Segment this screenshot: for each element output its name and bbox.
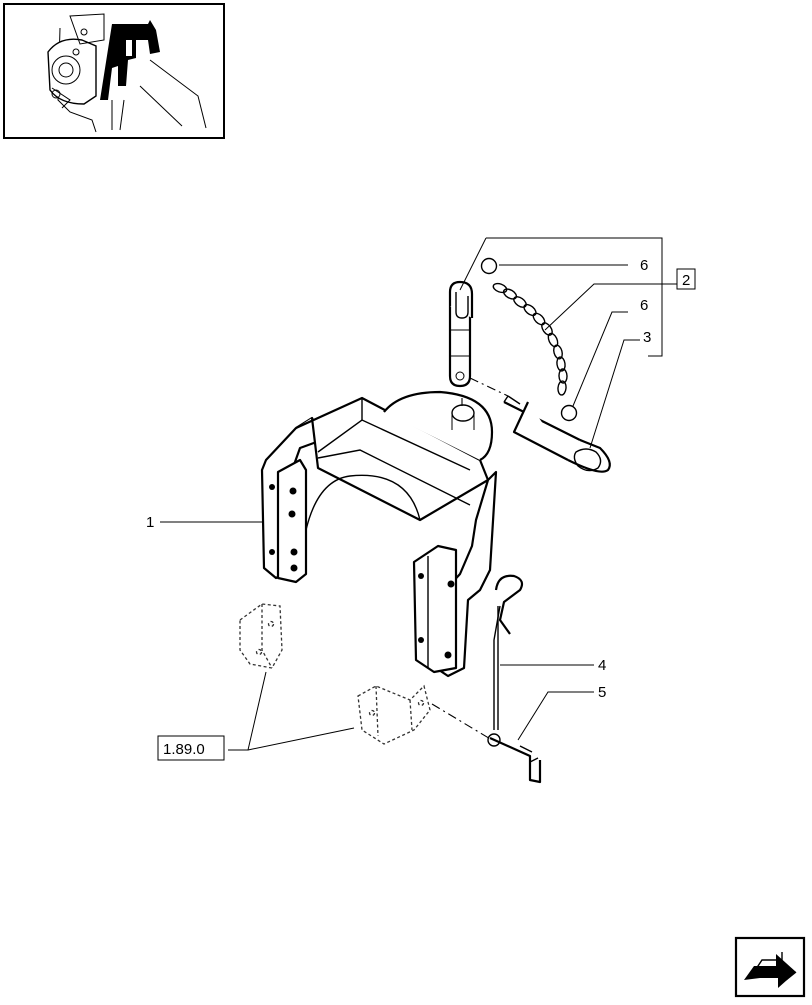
reference-label-box[interactable]: 1.89.0 [157,735,225,761]
svg-text:6: 6 [640,297,648,314]
callout-6-mid: 6 [640,297,648,314]
callout-6-top: 6 [640,257,648,274]
svg-text:1.89.0: 1.89.0 [163,741,205,758]
svg-text:4: 4 [598,657,606,674]
reference-bracket-ghost-lower [357,684,431,745]
callout-4: 4 [598,657,606,674]
svg-text:6: 6 [640,257,648,274]
svg-text:5: 5 [598,684,606,701]
callout-5: 5 [598,684,606,701]
svg-text:3: 3 [643,329,651,346]
drawbar-bracket-part [260,390,498,678]
callout-leader-lines [160,237,678,751]
linch-pin-part [503,395,611,473]
callout-3: 3 [643,329,651,346]
r-clip-part [493,574,524,730]
ring-part-lower [560,404,578,422]
reference-bracket-ghost-upper [239,603,283,669]
hitch-pin-part [487,733,542,784]
callout-2: 2 [676,268,696,290]
svg-text:1: 1 [146,514,154,531]
svg-text:2: 2 [682,272,690,289]
locator-thumbnail [3,3,225,139]
clevis-pin-part [448,280,474,388]
tractor-rear-thumbnail-image [47,13,207,133]
callout-1: 1 [146,514,154,531]
chain-part [492,282,568,396]
next-page-arrow-icon[interactable] [734,936,806,998]
ring-part-top [480,257,498,275]
